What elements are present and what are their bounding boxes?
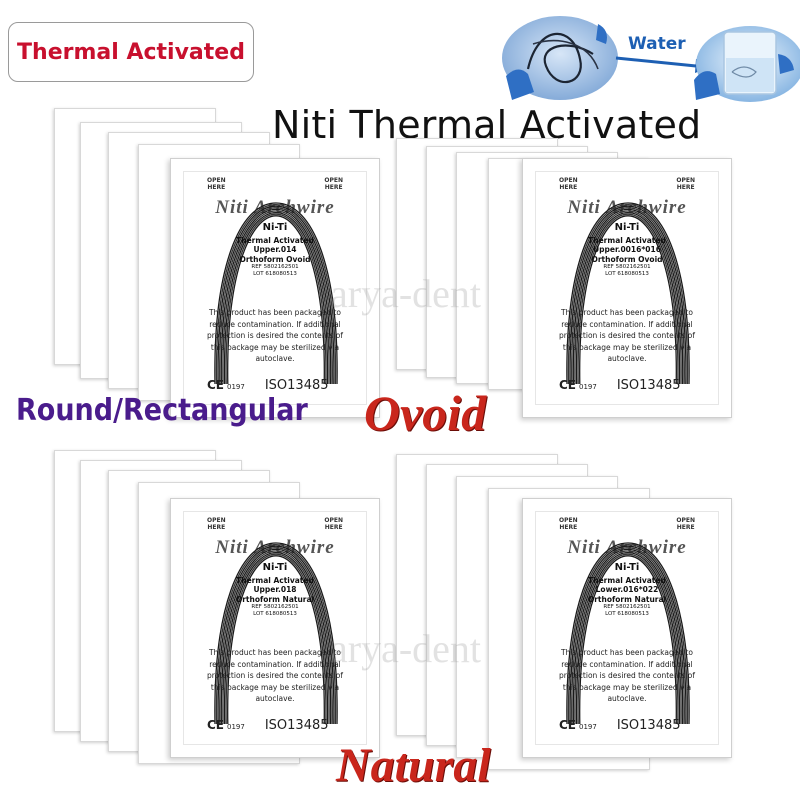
package-lot: LOT 618080513 bbox=[253, 611, 297, 617]
package-certification: CE 0197 ISO13485 bbox=[559, 378, 701, 393]
ce-mark: CE bbox=[207, 718, 225, 732]
package-description: This product has been packaged to reduce… bbox=[558, 308, 696, 363]
package-ref: REF 5802162501 bbox=[251, 604, 299, 610]
watermark-top: arya-dent bbox=[330, 271, 482, 316]
package-line-1: Thermal Activated bbox=[588, 235, 666, 245]
package-line-3: Orthoform Natural bbox=[235, 594, 315, 604]
package-line-2: Lower.016*022 bbox=[595, 585, 659, 594]
package-certification: CE 0197 ISO13485 bbox=[559, 718, 701, 733]
archwire-bundle-icon bbox=[566, 542, 690, 724]
water-activation-illustration bbox=[502, 16, 800, 102]
ce-mark: CE bbox=[559, 718, 577, 732]
ce-mark: CE bbox=[559, 378, 577, 392]
archwire-bundle-icon bbox=[214, 542, 338, 724]
thermal-activated-badge: Thermal Activated bbox=[8, 22, 254, 82]
package-line-1: Thermal Activated bbox=[236, 575, 314, 585]
ce-code: 0197 bbox=[227, 383, 245, 391]
package-certification: CE 0197 ISO13485 bbox=[207, 718, 349, 733]
package-description: This product has been packaged to reduce… bbox=[206, 308, 344, 363]
water-label: Water bbox=[628, 34, 686, 54]
ce-code: 0197 bbox=[579, 723, 597, 731]
open-here-right: OPEN HERE bbox=[324, 177, 343, 191]
package-group-bottom-left: OPEN HERE OPEN HERE Niti Archwire Ni-Ti … bbox=[0, 450, 380, 810]
archwire-bundle-icon bbox=[214, 202, 338, 384]
archwire-package: OPEN HERE OPEN HERE Niti Archwire Ni-Ti … bbox=[170, 158, 380, 418]
package-group-bottom-right: OPEN HERE OPEN HERE Niti Archwire Ni-Ti … bbox=[356, 450, 736, 810]
package-inner-border bbox=[535, 511, 719, 745]
package-group-top-right: OPEN HERE OPEN HERE Niti Archwire Ni-Ti … bbox=[356, 110, 736, 470]
package-info: Ni-Ti Thermal Activated Lower.016*022 Or… bbox=[523, 563, 731, 618]
open-here-right: OPEN HERE bbox=[676, 177, 695, 191]
ce-code: 0197 bbox=[227, 723, 245, 731]
package-line-2: Upper.018 bbox=[253, 585, 297, 594]
watermark-bottom: arya-dent bbox=[330, 626, 482, 671]
package-line-3: Orthoform Ovoid bbox=[239, 254, 311, 264]
package-lot: LOT 618080513 bbox=[605, 611, 649, 617]
natural-label: Natural bbox=[336, 739, 491, 792]
package-ref: REF 5802162501 bbox=[251, 264, 299, 270]
package-ref: REF 5802162501 bbox=[603, 264, 651, 270]
package-material: Ni-Ti bbox=[262, 222, 288, 233]
round-rectangular-label: Round/Rectangular bbox=[16, 393, 308, 428]
package-info: Ni-Ti Thermal Activated Upper.0016*016 O… bbox=[523, 223, 731, 278]
package-inner-border bbox=[183, 511, 367, 745]
archwire-bundle-icon bbox=[566, 202, 690, 384]
archwire-package: OPEN HERE OPEN HERE Niti Archwire Ni-Ti … bbox=[522, 498, 732, 758]
open-here-right: OPEN HERE bbox=[676, 517, 695, 531]
package-line-3: Orthoform Ovoid bbox=[591, 254, 663, 264]
open-here-right: OPEN HERE bbox=[324, 517, 343, 531]
package-line-2: Upper.0016*016 bbox=[593, 245, 661, 254]
iso-label: ISO13485 bbox=[616, 718, 681, 733]
archwire-package: OPEN HERE OPEN HERE Niti Archwire Ni-Ti … bbox=[522, 158, 732, 418]
package-inner-border bbox=[183, 171, 367, 405]
package-info: Ni-Ti Thermal Activated Upper.018 Orthof… bbox=[171, 563, 379, 618]
iso-label: ISO13485 bbox=[264, 378, 329, 393]
package-line-1: Thermal Activated bbox=[588, 575, 666, 585]
package-line-1: Thermal Activated bbox=[236, 235, 314, 245]
iso-label: ISO13485 bbox=[264, 718, 329, 733]
package-description: This product has been packaged to reduce… bbox=[558, 648, 696, 703]
package-material: Ni-Ti bbox=[614, 562, 640, 573]
ce-mark: CE bbox=[207, 378, 225, 392]
package-inner-border bbox=[535, 171, 719, 405]
package-group-top-left: OPEN HERE OPEN HERE Niti Archwire Ni-Ti … bbox=[0, 108, 380, 470]
package-ref: REF 5802162501 bbox=[603, 604, 651, 610]
open-here-left: OPEN HERE bbox=[207, 517, 226, 531]
open-here-left: OPEN HERE bbox=[207, 177, 226, 191]
package-material: Ni-Ti bbox=[614, 222, 640, 233]
package-description: This product has been packaged to reduce… bbox=[206, 648, 344, 703]
package-line-2: Upper.014 bbox=[253, 245, 297, 254]
badge-label: Thermal Activated bbox=[17, 39, 245, 65]
archwire-package: OPEN HERE OPEN HERE Niti Archwire Ni-Ti … bbox=[170, 498, 380, 758]
package-line-3: Orthoform Natural bbox=[587, 594, 667, 604]
package-info: Ni-Ti Thermal Activated Upper.014 Orthof… bbox=[171, 223, 379, 278]
package-lot: LOT 618080513 bbox=[253, 271, 297, 277]
open-here-left: OPEN HERE bbox=[559, 517, 578, 531]
open-here-left: OPEN HERE bbox=[559, 177, 578, 191]
ovoid-label: Ovoid bbox=[364, 385, 487, 441]
package-lot: LOT 618080513 bbox=[605, 271, 649, 277]
package-certification: CE 0197 ISO13485 bbox=[207, 378, 349, 393]
package-material: Ni-Ti bbox=[262, 562, 288, 573]
iso-label: ISO13485 bbox=[616, 378, 681, 393]
ce-code: 0197 bbox=[579, 383, 597, 391]
